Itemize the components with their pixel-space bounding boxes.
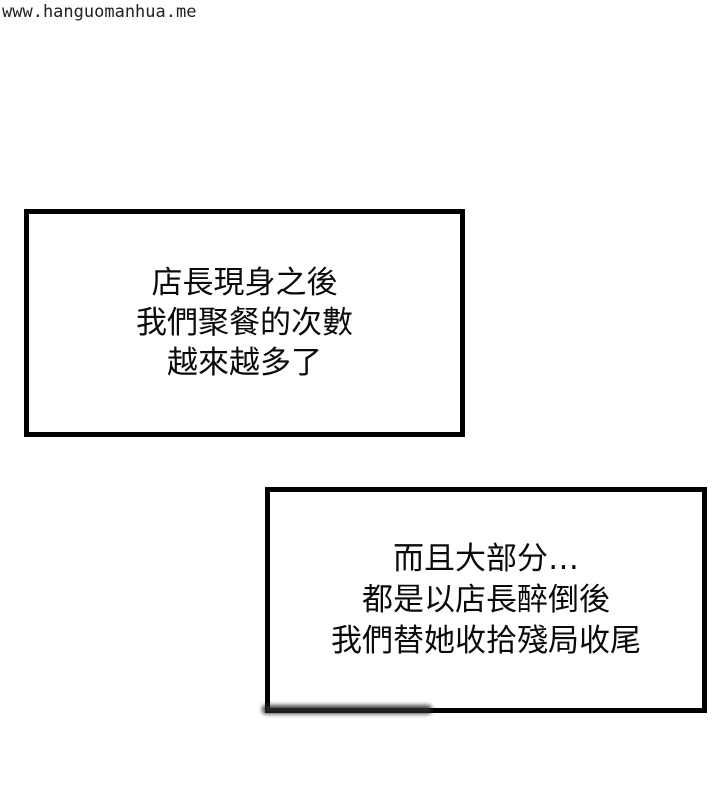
caption-line: 我們替她收拾殘局收尾 xyxy=(331,622,641,659)
caption-box-2: 而且大部分… 都是以店長醉倒後 我們替她收拾殘局收尾 xyxy=(265,487,707,713)
caption-line: 我們聚餐的次數 xyxy=(136,305,353,341)
site-watermark: www.hanguomanhua.me xyxy=(2,2,197,22)
caption-box-1: 店長現身之後 我們聚餐的次數 越來越多了 xyxy=(24,209,465,437)
caption-line: 越來越多了 xyxy=(167,345,322,381)
caption-line: 都是以店長醉倒後 xyxy=(362,581,610,618)
blurred-mark xyxy=(262,705,432,714)
caption-line: 而且大部分… xyxy=(393,540,579,577)
caption-line: 店長現身之後 xyxy=(151,265,338,301)
